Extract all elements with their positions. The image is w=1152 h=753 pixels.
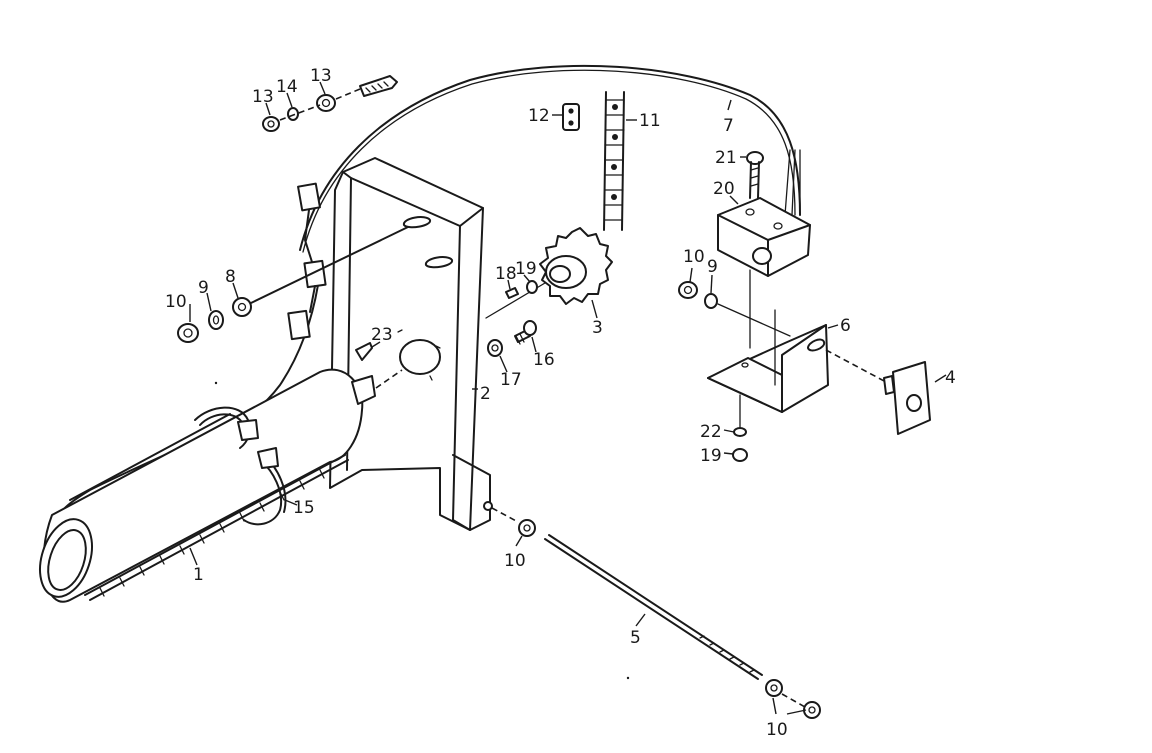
part-6-bracket	[707, 269, 829, 413]
leader-lines	[189, 81, 947, 715]
part-12-chain-link	[562, 103, 580, 131]
callout-1: 1	[193, 565, 204, 585]
callout-labels: 1 2 3 4 5 6 7 8 9 9 10 10 10 10 11 12 13…	[165, 66, 956, 740]
part-23-key	[355, 342, 373, 361]
callout-7: 7	[723, 116, 734, 136]
callout-19-bottom: 19	[700, 446, 722, 466]
callout-14: 14	[276, 77, 298, 97]
callout-20: 20	[713, 179, 735, 199]
callout-13-left: 13	[252, 87, 274, 107]
callout-5: 5	[630, 628, 641, 648]
print-speck	[626, 676, 630, 680]
part-5-threaded-rod	[491, 507, 821, 719]
part-22-19-hardware-bottom	[732, 394, 748, 462]
part-15-clamp	[194, 406, 287, 526]
part-13-14-hardware	[262, 75, 398, 132]
callout-11: 11	[639, 111, 661, 131]
callout-18: 18	[495, 264, 517, 284]
callout-13-right: 13	[310, 66, 332, 86]
callout-15: 15	[293, 498, 315, 518]
part-4-bolt-plate	[825, 349, 931, 435]
callout-16: 16	[533, 350, 555, 370]
part-16-17-18-19-hardware	[487, 280, 538, 357]
print-speck	[214, 381, 218, 385]
callout-6: 6	[840, 316, 851, 336]
callout-10-bottom: 10	[766, 720, 788, 740]
callout-3: 3	[592, 318, 603, 338]
part-11-chain	[603, 91, 625, 231]
callout-4: 4	[945, 368, 956, 388]
callout-12: 12	[528, 106, 550, 126]
callout-23: 23	[371, 325, 393, 345]
callout-10-right: 10	[683, 247, 705, 267]
callout-22: 22	[700, 422, 722, 442]
callout-17: 17	[500, 370, 522, 390]
part-3-sprocket	[539, 227, 613, 305]
callout-19-center: 19	[515, 259, 537, 279]
part-8-9-10-hardware-left	[177, 226, 546, 343]
part-1-motor-tube	[39, 368, 403, 603]
callout-10-rod: 10	[504, 551, 526, 571]
part-9-10-hardware-right	[678, 281, 791, 337]
callout-21: 21	[715, 148, 737, 168]
callout-10-left: 10	[165, 292, 187, 312]
callout-9-left: 9	[198, 278, 209, 298]
part-2-mounting-plate	[329, 157, 493, 531]
callout-9-right: 9	[707, 257, 718, 277]
part-21-screw	[746, 151, 764, 199]
callout-2: 2	[480, 384, 491, 404]
part-20-block	[717, 197, 811, 277]
callout-8: 8	[225, 267, 236, 287]
